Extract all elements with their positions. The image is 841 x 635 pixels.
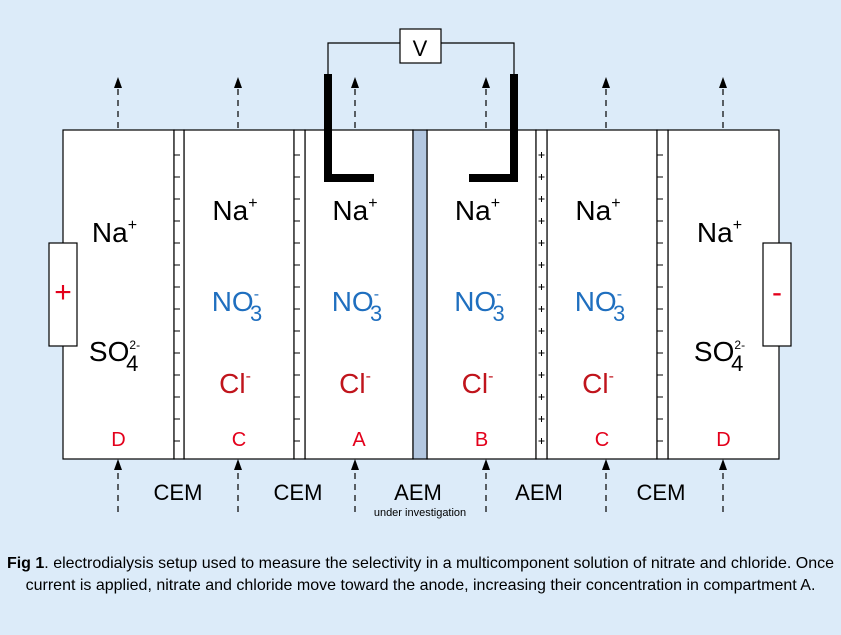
- nitrate-label: NO-3: [332, 286, 383, 326]
- membrane-label: CEM: [274, 480, 323, 505]
- compartment-2: [183, 129, 295, 460]
- sulfate-label: SO2-4: [694, 336, 745, 376]
- outlet-arrowhead: [351, 77, 359, 88]
- chloride-label: Cl-: [582, 368, 614, 399]
- voltmeter-wire-right: [441, 42, 515, 74]
- cation-label: Na+: [575, 195, 620, 226]
- anode: [48, 242, 78, 347]
- inlet-arrowhead: [602, 459, 610, 470]
- caption-text: . electrodialysis setup used to measure …: [25, 555, 835, 594]
- membrane-3: [412, 129, 428, 460]
- voltmeter-box: [399, 28, 442, 64]
- cathode-sign: -: [772, 276, 782, 309]
- outlet-arrowhead: [234, 77, 242, 88]
- nitrate-label: NO-3: [454, 286, 505, 326]
- membrane-5: [656, 129, 669, 460]
- sulfate-label: SO2-4: [89, 336, 140, 376]
- reference-electrode-right: [469, 74, 518, 182]
- electrodialysis-diagram: CEM CEM AEM under investigation AEM CEM + - V Na+…: [48, 28, 792, 519]
- compartment-6: [667, 129, 780, 460]
- compartment-3: [304, 129, 414, 460]
- reference-electrode-left: [324, 74, 374, 182]
- membrane-label: CEM: [154, 480, 203, 505]
- caption-figure-number: Fig 1: [6, 555, 45, 572]
- membrane-2: [293, 129, 306, 460]
- inlet-arrowhead: [351, 459, 359, 470]
- membrane-label: AEM: [394, 480, 442, 505]
- inlet-arrowhead: [719, 459, 727, 470]
- membrane-sublabel: under investigation: [374, 507, 466, 519]
- compartment-1: [62, 129, 175, 460]
- compartment-letter: A: [352, 429, 366, 451]
- compartment-letter: D: [111, 429, 125, 451]
- voltmeter-label: V: [413, 36, 428, 61]
- outlet-arrowhead: [602, 77, 610, 88]
- inlet-arrowhead: [482, 459, 490, 470]
- compartment-letter: C: [595, 429, 609, 451]
- compartment-4: [426, 129, 537, 460]
- voltmeter-wire-left: [327, 42, 400, 74]
- membrane-label: AEM: [515, 480, 563, 505]
- cation-label: Na+: [455, 195, 500, 226]
- cation-label: Na+: [92, 217, 137, 248]
- cation-label: Na+: [332, 195, 377, 226]
- outlet-arrowhead: [482, 77, 490, 88]
- membrane-label: CEM: [637, 480, 686, 505]
- chloride-label: Cl-: [462, 368, 494, 399]
- chloride-label: Cl-: [219, 368, 251, 399]
- compartment-letter: D: [716, 429, 730, 451]
- cation-label: Na+: [212, 195, 257, 226]
- outlet-arrowhead: [719, 77, 727, 88]
- figure-caption: Fig 1. electrodialysis setup used to mea…: [0, 553, 841, 597]
- membrane-1: [173, 129, 185, 460]
- compartment-letter: B: [475, 429, 488, 451]
- cation-label: Na+: [697, 217, 742, 248]
- chloride-label: Cl-: [339, 368, 371, 399]
- nitrate-label: NO-3: [212, 286, 263, 326]
- compartment-5: [546, 129, 658, 460]
- cathode: [762, 242, 792, 347]
- membrane-4: [535, 129, 548, 460]
- nitrate-label: NO-3: [575, 286, 626, 326]
- anode-sign: +: [54, 276, 72, 309]
- outlet-arrowhead: [114, 77, 122, 88]
- inlet-arrowhead: [234, 459, 242, 470]
- compartment-letter: C: [232, 429, 246, 451]
- inlet-arrowhead: [114, 459, 122, 470]
